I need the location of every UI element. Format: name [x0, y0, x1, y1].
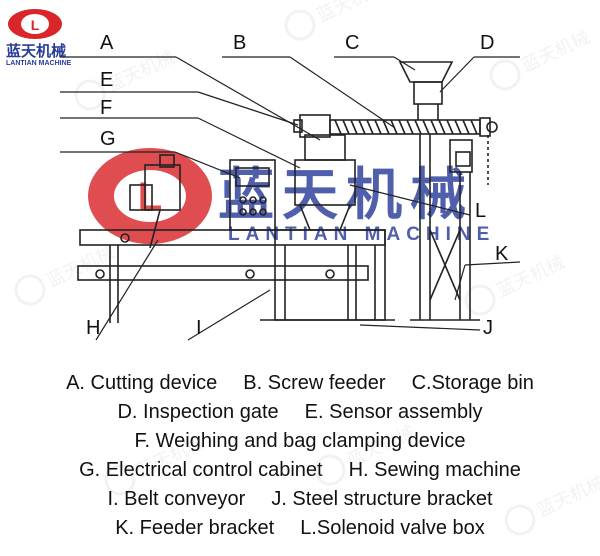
solenoid-valve-box: [449, 139, 473, 173]
legend-item-l: L.Solenoid valve box: [300, 517, 485, 539]
legend-item-c: C.Storage bin: [411, 372, 534, 394]
bg-watermark-text: 蓝天机械: [519, 27, 593, 76]
legend-item-b: B. Screw feeder: [243, 372, 386, 394]
bg-watermark-text: 蓝天机械: [104, 47, 178, 96]
legend-line-3: F. Weighing and bag clamping device: [0, 430, 600, 453]
control-cabinet: [229, 159, 276, 231]
legend-line-6: K. Feeder bracket L.Solenoid valve box: [0, 517, 600, 540]
sewing-machine: [144, 164, 181, 211]
callout-b: B: [233, 32, 246, 54]
callout-labels: A B C D E F G H I J K L: [86, 32, 509, 339]
legend-item-f: F. Weighing and bag clamping device: [134, 430, 466, 452]
callout-g: G: [100, 128, 116, 150]
cutting-device: [299, 114, 331, 138]
callout-f: F: [100, 97, 112, 119]
bg-watermark-text: 蓝天机械: [314, 0, 388, 26]
svg-text:L: L: [138, 175, 162, 219]
belt-conveyor-lower: [77, 265, 369, 281]
legend-line-5: I. Belt conveyor J. Steel structure brack…: [0, 488, 600, 511]
leader-lines: [60, 56, 521, 341]
logo-en-text: LANTIAN MACHINE: [6, 60, 72, 67]
legend-item-a: A. Cutting device: [66, 372, 218, 394]
feeder-bracket: [410, 134, 480, 321]
callout-c: C: [345, 32, 359, 54]
inspection-gate: [413, 81, 443, 105]
callout-i: I: [196, 317, 202, 339]
legend-item-k: K. Feeder bracket: [115, 517, 275, 539]
legend-line-2: D. Inspection gate E. Sensor assembly: [0, 401, 600, 424]
watermark-cn-text: 蓝天机械: [218, 163, 474, 228]
callout-a: A: [100, 32, 114, 54]
callout-h: H: [86, 317, 100, 339]
legend-item-i: I. Belt conveyor: [107, 488, 246, 510]
legend-item-h: H. Sewing machine: [348, 459, 521, 481]
logo-cn-text: 蓝天机械: [6, 42, 66, 60]
callout-e: E: [100, 69, 113, 91]
legend-item-e: E. Sensor assembly: [304, 401, 483, 423]
screw-feeder: [329, 117, 498, 137]
machine-drawing: [77, 61, 498, 323]
legend-item-j: J. Steel structure bracket: [271, 488, 493, 510]
svg-text:L: L: [31, 17, 40, 33]
brand-logo: L 蓝天机械 LANTIAN MACHINE: [6, 9, 72, 67]
center-watermark: L 蓝天机械 LANTIAN MACHINE: [88, 148, 489, 245]
legend-item-d: D. Inspection gate: [117, 401, 279, 423]
callout-k: K: [495, 243, 509, 265]
legend-line-1: A. Cutting device B. Screw feeder C.Storag…: [0, 372, 600, 395]
callout-d: D: [480, 32, 494, 54]
legend-line-4: G. Electrical control cabinet H. Sewing m…: [0, 459, 600, 482]
callout-j: J: [483, 317, 493, 339]
callout-l: L: [475, 200, 486, 222]
legend-item-g: G. Electrical control cabinet: [79, 459, 323, 481]
